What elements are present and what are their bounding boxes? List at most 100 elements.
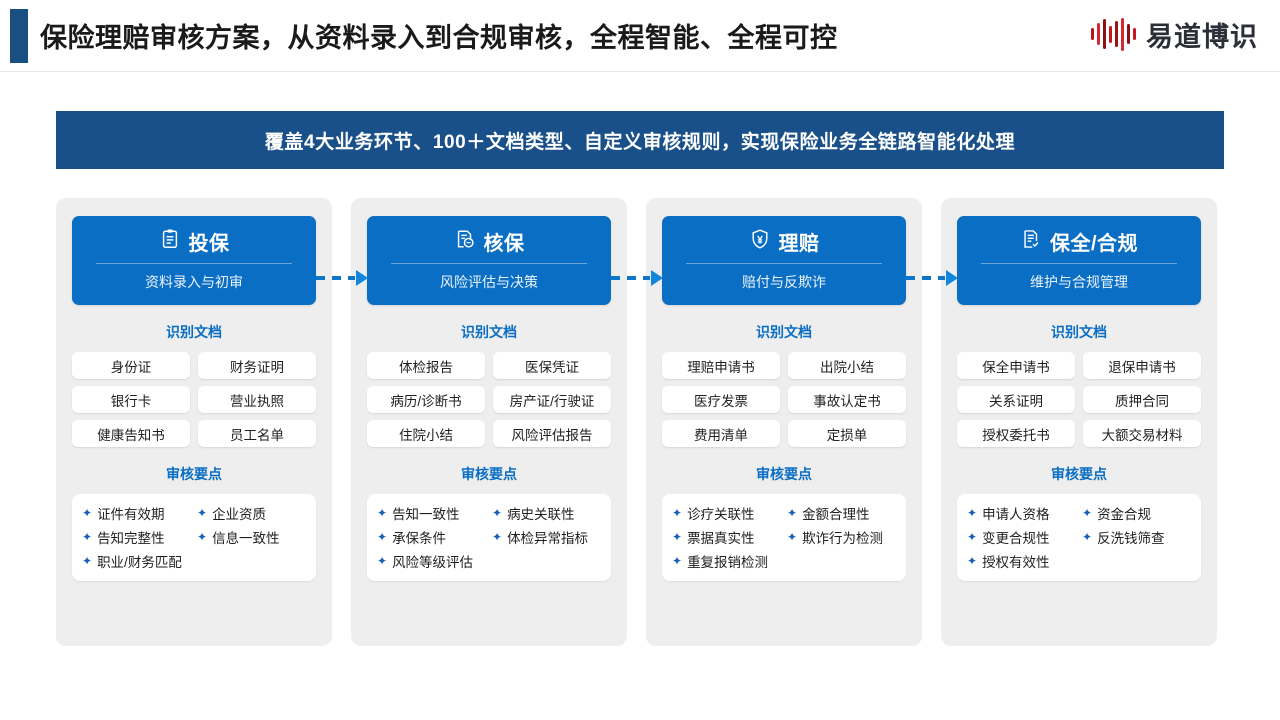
points-box-1: ✦证件有效期 ✦企业资质 ✦告知完整性 ✦信息一致性 ✦职业/财务匹配 (72, 494, 316, 581)
shield-yuan-icon (749, 228, 771, 255)
document-chip[interactable]: 风险评估报告 (493, 420, 611, 447)
stage-card-2[interactable]: 核保 风险评估与决策 识别文档 体检报告 医保凭证 病历/诊断书 房产证/行驶证… (351, 198, 627, 646)
four-point-star-icon: ✦ (787, 530, 798, 544)
connector-gap-3 (906, 198, 958, 646)
point-item: ✦诊疗关联性 (672, 503, 781, 523)
waveform-bars-icon (1090, 14, 1136, 54)
document-chip[interactable]: 财务证明 (198, 352, 316, 379)
four-point-star-icon: ✦ (672, 506, 683, 520)
document-chip[interactable]: 医保凭证 (493, 352, 611, 379)
point-item: ✦ 重复报销检测 (672, 551, 781, 571)
dashed-arrow-right-icon (316, 268, 368, 288)
point-label: 变更合规性 (982, 531, 1050, 546)
documents-list-3: 理赔申请书 出院小结 医疗发票 事故认定书 费用清单 定损单 (662, 352, 906, 447)
stage-divider-4 (981, 263, 1177, 264)
connector-gap-2 (611, 198, 663, 646)
document-chip[interactable]: 银行卡 (72, 386, 190, 413)
document-chip[interactable]: 关系证明 (957, 386, 1075, 413)
stage-title-3: 理赔 (778, 232, 820, 255)
document-chip[interactable]: 大额交易材料 (1083, 420, 1201, 447)
stage-header-3[interactable]: 理赔 赔付与反欺诈 (662, 216, 906, 305)
stage-subtitle-2: 风险评估与决策 (440, 274, 538, 290)
point-item: ✦ 授权有效性 (967, 551, 1076, 571)
point-label: 票据真实性 (687, 531, 755, 546)
point-item: ✦ 职业/财务匹配 (82, 551, 191, 571)
stage-card-1[interactable]: 投保 资料录入与初审 识别文档 身份证 财务证明 银行卡 营业执照 健康告知书 … (56, 198, 332, 646)
point-label: 金额合理性 (802, 507, 870, 522)
point-item: ✦ 票据真实性 (672, 527, 781, 547)
four-point-star-icon: ✦ (377, 506, 388, 520)
document-chip[interactable]: 退保申请书 (1083, 352, 1201, 379)
point-label: 体检异常指标 (507, 531, 589, 546)
four-point-star-icon: ✦ (672, 554, 683, 568)
document-chip[interactable]: 出院小结 (788, 352, 906, 379)
document-chip[interactable]: 费用清单 (662, 420, 780, 447)
point-item: ✦体检异常指标 (492, 527, 601, 547)
stage-header-4[interactable]: 保全/合规 维护与合规管理 (957, 216, 1201, 305)
point-item: ✦承保条件 (377, 527, 486, 547)
points-label-1: 审核要点 (166, 466, 222, 482)
document-chip[interactable]: 质押合同 (1083, 386, 1201, 413)
stage-card-3[interactable]: 理赔 赔付与反欺诈 识别文档 理赔申请书 出院小结 医疗发票 事故认定书 费用清… (646, 198, 922, 646)
document-chip[interactable]: 病历/诊断书 (367, 386, 485, 413)
stage-card-4[interactable]: 保全/合规 维护与合规管理 识别文档 保全申请书 退保申请书 关系证明 质押合同… (941, 198, 1217, 646)
point-label: 信息一致性 (212, 531, 280, 546)
documents-list-2: 体检报告 医保凭证 病历/诊断书 房产证/行驶证 住院小结 风险评估报告 (367, 352, 611, 447)
dashed-arrow-right-icon (906, 268, 958, 288)
point-label: 告知一致性 (392, 507, 460, 522)
document-chip[interactable]: 房产证/行驶证 (493, 386, 611, 413)
document-chip[interactable]: 事故认定书 (788, 386, 906, 413)
stage-divider-1 (96, 263, 292, 264)
point-label: 授权有效性 (982, 555, 1050, 570)
points-box-4: ✦ 申请人资格 ✦ 资金合规 ✦ 变更合规性 ✦反洗钱筛查 ✦ 授权有效性 (957, 494, 1201, 581)
document-chip[interactable]: 医疗发票 (662, 386, 780, 413)
point-label: 告知完整性 (97, 531, 165, 546)
document-chip[interactable]: 体检报告 (367, 352, 485, 379)
point-label: 欺诈行为检测 (802, 531, 884, 546)
summary-banner: 覆盖4大业务环节、100＋文档类型、自定义审核规则，实现保险业务全链路智能化处理 (56, 111, 1224, 169)
stage-title-1: 投保 (188, 232, 230, 255)
four-point-star-icon: ✦ (787, 506, 798, 520)
stage-subtitle-3: 赔付与反欺诈 (742, 274, 826, 290)
point-label: 职业/财务匹配 (97, 555, 182, 570)
document-chip[interactable]: 授权委托书 (957, 420, 1075, 447)
document-chip[interactable]: 理赔申请书 (662, 352, 780, 379)
point-item: ✦ 告知一致性 (377, 503, 486, 523)
document-chip[interactable]: 员工名单 (198, 420, 316, 447)
stage-divider-2 (391, 263, 587, 264)
stage-subtitle-1: 资料录入与初审 (145, 274, 243, 290)
document-chip[interactable]: 住院小结 (367, 420, 485, 447)
summary-banner-text: 覆盖4大业务环节、100＋文档类型、自定义审核规则，实现保险业务全链路智能化处理 (264, 131, 1016, 153)
document-chip[interactable]: 保全申请书 (957, 352, 1075, 379)
document-chip[interactable]: 定损单 (788, 420, 906, 447)
four-point-star-icon: ✦ (1082, 506, 1093, 520)
points-label-2: 审核要点 (461, 466, 517, 482)
brand-name: 易道博识 (1146, 21, 1258, 52)
point-label: 资金合规 (1097, 507, 1152, 522)
stage-header-2[interactable]: 核保 风险评估与决策 (367, 216, 611, 305)
stage-title-4: 保全/合规 (1049, 232, 1139, 255)
page-header: 保险理赔审核方案，从资料录入到合规审核，全程智能、全程可控 易道博识 (0, 0, 1280, 72)
four-point-star-icon: ✦ (672, 530, 683, 544)
point-label: 重复报销检测 (687, 555, 769, 570)
point-item: ✦告知完整性 (82, 527, 191, 547)
point-item: ✦ 变更合规性 (967, 527, 1076, 547)
four-point-star-icon: ✦ (967, 530, 978, 544)
points-label-4: 审核要点 (1051, 466, 1107, 482)
point-label: 病史关联性 (507, 507, 575, 522)
point-label: 证件有效期 (97, 507, 165, 522)
stage-header-1[interactable]: 投保 资料录入与初审 (72, 216, 316, 305)
point-label: 申请人资格 (982, 507, 1050, 522)
document-chip[interactable]: 营业执照 (198, 386, 316, 413)
document-chip[interactable]: 身份证 (72, 352, 190, 379)
four-point-star-icon: ✦ (377, 530, 388, 544)
point-item: ✦病史关联性 (492, 503, 601, 523)
documents-list-4: 保全申请书 退保申请书 关系证明 质押合同 授权委托书 大额交易材料 (957, 352, 1201, 447)
four-point-star-icon: ✦ (197, 530, 208, 544)
document-chip[interactable]: 健康告知书 (72, 420, 190, 447)
four-point-star-icon: ✦ (967, 554, 978, 568)
point-item: ✦ 欺诈行为检测 (787, 527, 896, 547)
four-point-star-icon: ✦ (82, 554, 93, 568)
point-item: ✦反洗钱筛查 (1082, 527, 1191, 547)
documents-label-2: 识别文档 (461, 324, 517, 340)
